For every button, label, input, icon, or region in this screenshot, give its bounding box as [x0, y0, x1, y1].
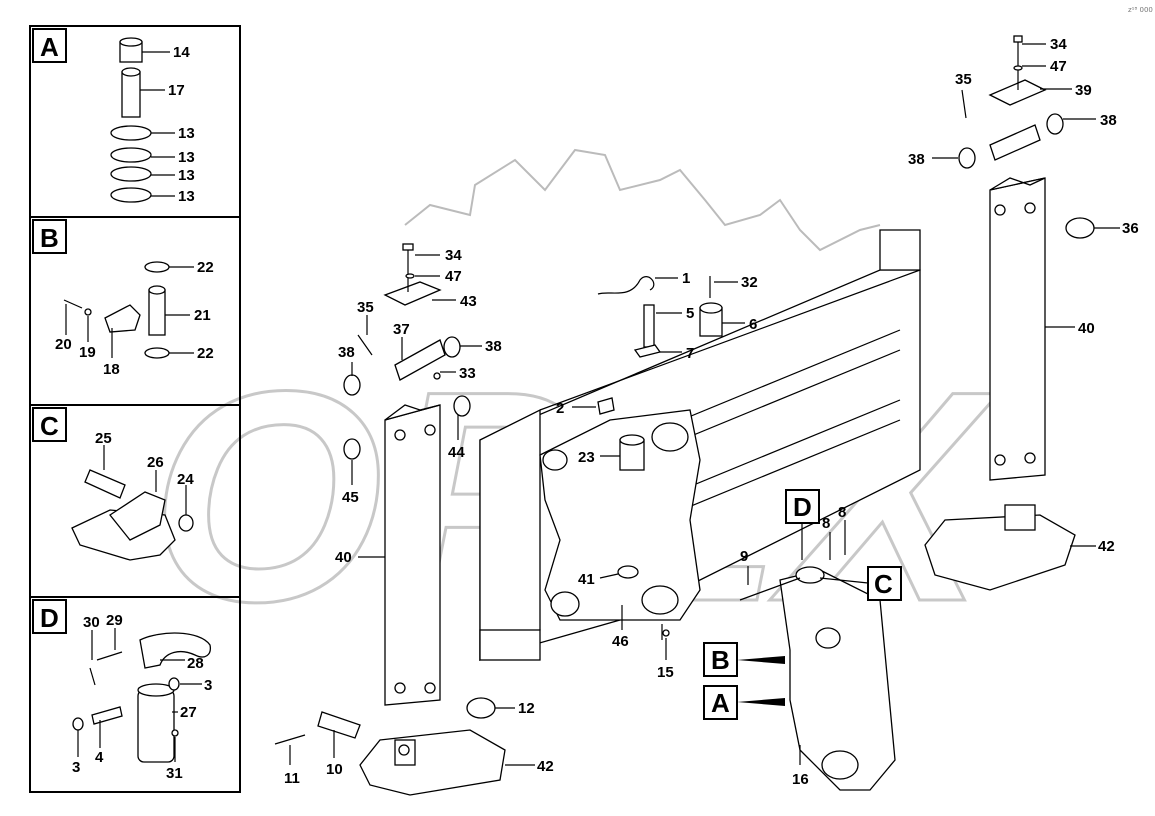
callout-number: 24	[177, 471, 194, 488]
linkage-16	[739, 566, 896, 791]
callout-number: 6	[749, 316, 757, 333]
callout-number: 15	[657, 664, 674, 681]
callout-number: 1	[682, 270, 690, 287]
callout-number: 46	[612, 633, 629, 650]
callout-number: 38	[485, 338, 502, 355]
callout-number: 17	[168, 82, 185, 99]
callout-number: 45	[342, 489, 359, 506]
panel-b: B 22 21 22 20 19 18	[32, 219, 214, 378]
callout-number: 8	[838, 504, 846, 521]
callout-number: 47	[1050, 58, 1067, 75]
callout-number: 10	[326, 761, 343, 778]
callout-number: 27	[180, 704, 197, 721]
callout-number: 42	[537, 758, 554, 775]
callout-number: 35	[955, 71, 972, 88]
right-column-40	[924, 35, 1095, 591]
panel-d: D 30 29 28 3 27 3 4 31	[32, 599, 212, 782]
main-frame	[479, 229, 921, 662]
main-callouts: 34 47 43 35 37 38 38 33 44 45 40 12 11 1…	[284, 36, 1139, 788]
panel-d-letter: D	[40, 603, 59, 633]
detail-reference-labels: D C B A	[703, 489, 902, 720]
callout-number: 13	[178, 125, 195, 142]
callout-number: 3	[72, 759, 80, 776]
panel-a-letter: A	[40, 32, 59, 62]
callout-number: 13	[178, 167, 195, 184]
callout-number: 39	[1075, 82, 1092, 99]
gear-outline	[404, 148, 881, 252]
callout-number: 38	[1100, 112, 1117, 129]
panel-a: A 14 17 13 13 13 13	[32, 28, 195, 205]
callout-number: 38	[338, 344, 355, 361]
callout-number: 2	[556, 400, 564, 417]
callout-number: 18	[103, 361, 120, 378]
callout-number: 26	[147, 454, 164, 471]
callout-number: 9	[740, 548, 748, 565]
callout-number: 4	[95, 749, 104, 766]
callout-number: 30	[83, 614, 100, 631]
callout-number: 23	[578, 449, 595, 466]
left-column-40	[274, 243, 506, 796]
callout-number: 28	[187, 655, 204, 672]
callout-number: 44	[448, 444, 465, 461]
callout-number: 36	[1122, 220, 1139, 237]
callout-number: 42	[1098, 538, 1115, 555]
detail-panels: A 14 17 13 13 13 13 B	[29, 25, 241, 793]
callout-number: 11	[284, 770, 300, 787]
callout-number: 13	[178, 188, 195, 205]
callout-number: 16	[792, 771, 809, 788]
detail-label-b: B	[711, 645, 730, 675]
callout-number: 35	[357, 299, 374, 316]
callout-number: 14	[173, 44, 190, 61]
callout-number: 20	[55, 336, 72, 353]
detail-label-c: C	[874, 569, 893, 599]
panel-c: C 25 26 24	[32, 407, 194, 561]
callout-number: 13	[178, 149, 195, 166]
panel-c-letter: C	[40, 411, 59, 441]
callout-number: 34	[1050, 36, 1067, 53]
callout-number: 40	[1078, 320, 1095, 337]
callout-number: 7	[686, 345, 694, 362]
callout-number: 19	[79, 344, 96, 361]
callout-number: 8	[822, 515, 830, 532]
callout-number: 47	[445, 268, 462, 285]
callout-number: 33	[459, 365, 476, 382]
callout-number: 25	[95, 430, 112, 447]
callout-number: 3	[204, 677, 212, 694]
callout-number: 34	[445, 247, 462, 264]
callout-number: 22	[197, 259, 214, 276]
callout-number: 41	[578, 571, 595, 588]
callout-number: 31	[166, 765, 183, 782]
callout-number: 12	[518, 700, 535, 717]
callout-number: 21	[194, 307, 211, 324]
callout-number: 32	[741, 274, 758, 291]
callout-number: 29	[106, 612, 123, 629]
callout-number: 5	[686, 305, 694, 322]
callout-number: 22	[197, 345, 214, 362]
callout-number: 40	[335, 549, 352, 566]
detail-label-d: D	[793, 492, 812, 522]
callout-number: 37	[393, 321, 410, 338]
corner-code: z¹⁸ 000	[1128, 6, 1153, 14]
callout-number: 43	[460, 293, 477, 310]
detail-label-a: A	[711, 688, 730, 718]
top-small-parts	[597, 276, 723, 640]
panel-b-letter: B	[40, 223, 59, 253]
callout-number: 38	[908, 151, 925, 168]
